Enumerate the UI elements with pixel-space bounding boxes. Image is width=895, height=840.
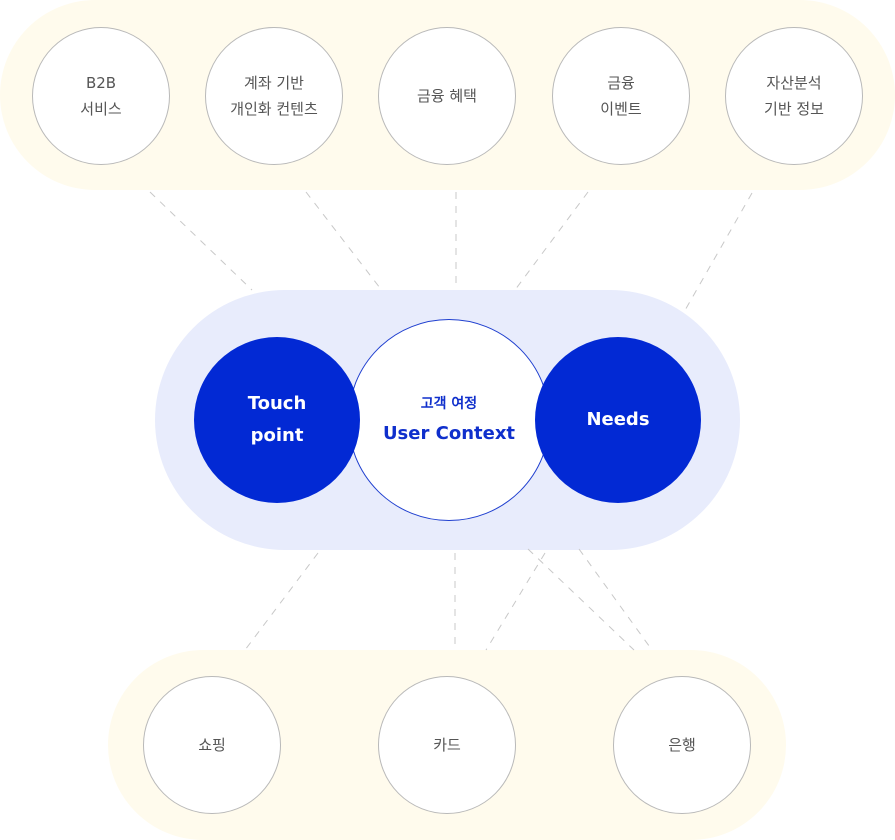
node-label: point [250,425,304,446]
node-asset-analysis: 자산분석 기반 정보 [725,27,863,165]
node-label: 금융 혜택 [417,87,477,105]
connector-line [683,192,753,313]
connector-line [527,548,635,651]
connector-line [485,552,546,651]
node-label: 쇼핑 [198,736,226,754]
node-label: 금융 [607,74,635,92]
node-label: 계좌 기반 [244,74,304,92]
connector-line [578,548,653,651]
node-account-content: 계좌 기반 개인화 컨텐츠 [205,27,343,165]
connector-line [149,191,253,291]
connector-line [244,552,319,651]
node-label: 카드 [433,736,461,754]
node-label: B2B [85,74,117,92]
connector-line [305,191,381,289]
node-label: 은행 [668,736,696,754]
node-financial-benefit: 금융 혜택 [378,27,516,165]
node-touchpoint: Touch point [194,337,360,503]
connector-line [514,191,589,291]
user-context-title: User Context [382,423,516,444]
node-shopping: 쇼핑 [143,676,281,814]
node-label: 자산분석 [766,74,822,92]
node-needs: Needs [535,337,701,503]
node-financial-event: 금융 이벤트 [552,27,690,165]
node-label: 이벤트 [600,100,642,118]
node-b2b-service: B2B 서비스 [32,27,170,165]
node-label: Needs [586,409,650,430]
node-label: 서비스 [80,100,122,118]
node-bank: 은행 [613,676,751,814]
node-label: Touch [247,393,307,414]
user-context-subtitle: 고객 여정 [420,396,478,412]
node-label: 기반 정보 [764,100,824,118]
node-user-context: 고객 여정 User Context [348,319,550,521]
node-card: 카드 [378,676,516,814]
node-label: 개인화 컨텐츠 [230,100,318,118]
